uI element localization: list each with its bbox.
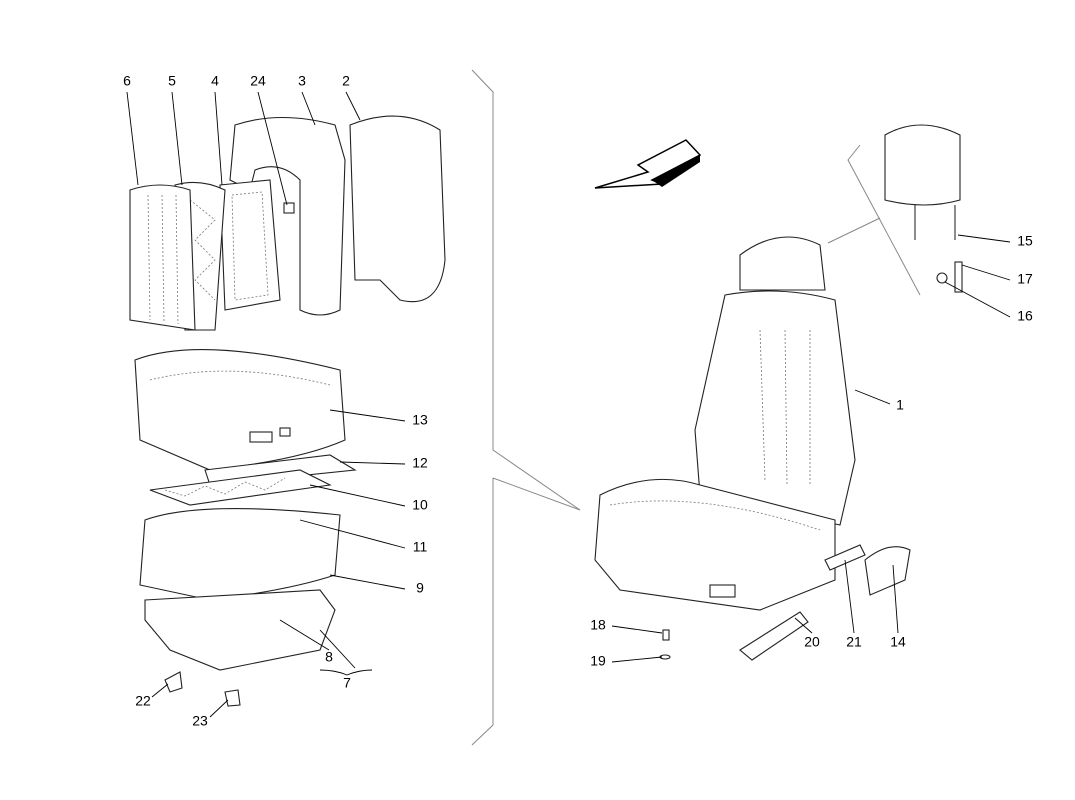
divider-line — [471, 69, 581, 511]
callout-17: 17 — [1017, 271, 1033, 287]
divider-line-lower — [471, 478, 494, 746]
callout-2: 2 — [342, 73, 350, 89]
callout-5: 5 — [168, 73, 176, 89]
callout-6: 6 — [123, 73, 131, 89]
callout-20: 20 — [804, 634, 820, 650]
backrest-parts — [129, 115, 446, 331]
callout-4: 4 — [211, 73, 219, 89]
callout-labels: 6 5 4 24 3 2 13 12 10 11 9 8 7 22 23 1 1… — [123, 73, 1033, 729]
callout-3: 3 — [298, 73, 306, 89]
callout-1: 1 — [896, 397, 904, 413]
callout-12: 12 — [412, 455, 428, 471]
callout-21: 21 — [846, 634, 862, 650]
callout-14: 14 — [890, 634, 906, 650]
callout-8: 8 — [325, 649, 333, 665]
callout-9: 9 — [416, 580, 424, 596]
callout-22: 22 — [135, 693, 151, 709]
callout-18: 18 — [590, 617, 606, 633]
callout-19: 19 — [590, 653, 606, 669]
callout-7: 7 — [343, 675, 351, 691]
assembled-seat — [594, 124, 963, 661]
callout-16: 16 — [1017, 308, 1033, 324]
callout-11: 11 — [413, 539, 428, 555]
callout-15: 15 — [1017, 233, 1033, 249]
cushion-parts — [134, 349, 357, 707]
callout-13: 13 — [412, 412, 428, 428]
callout-24: 24 — [250, 73, 266, 89]
callout-23: 23 — [192, 713, 208, 729]
leader-lines — [126, 91, 1011, 718]
callout-10: 10 — [412, 497, 428, 513]
